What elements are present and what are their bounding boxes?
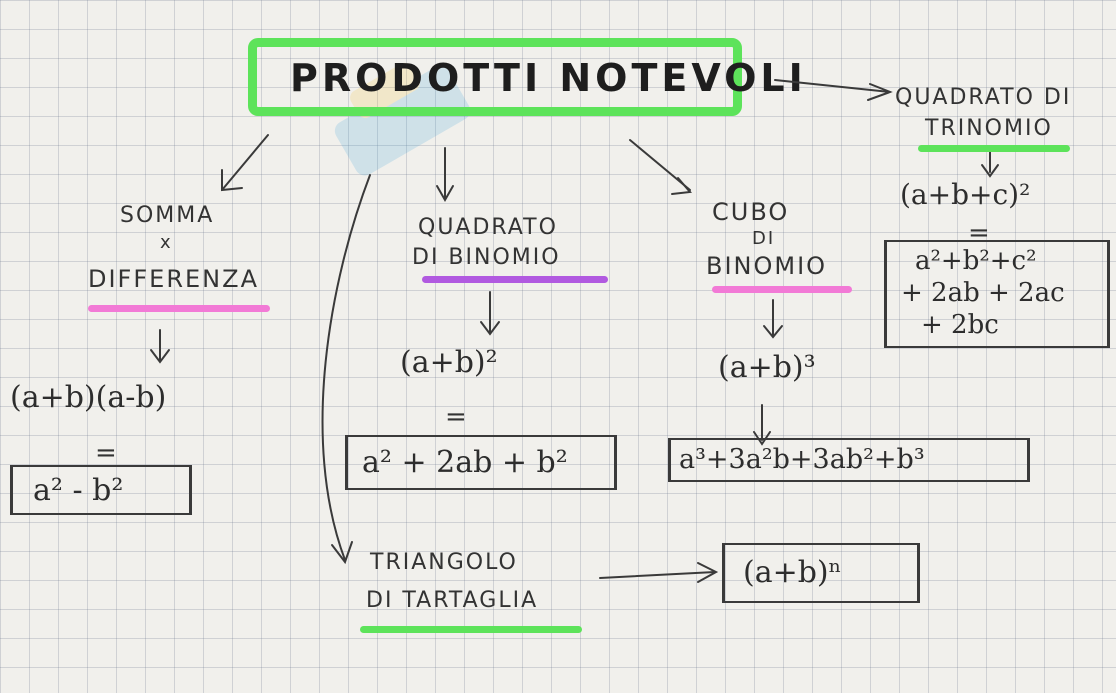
somma-expression: (a+b)(a-b) xyxy=(10,380,167,415)
cubo-binomio-label: BINOMIO xyxy=(706,252,828,280)
watermark-logo xyxy=(334,62,471,176)
somma-result: a² - b² xyxy=(33,473,124,508)
arrow-to-somma xyxy=(221,134,269,191)
quadrato-label: QUADRATO xyxy=(418,215,558,240)
somma-highlight xyxy=(88,305,270,312)
triangolo-highlight xyxy=(360,626,582,633)
trinomio-expression: (a+b+c)² xyxy=(900,178,1031,211)
somma-label: SOMMA xyxy=(120,203,215,228)
somma-result-box: a² - b² xyxy=(10,465,192,515)
arrow-to-trinomio xyxy=(774,79,891,93)
somma-equals: = xyxy=(95,438,117,468)
differenza-label: DIFFERENZA xyxy=(88,265,259,293)
trinomio-quadrato-label: QUADRATO DI xyxy=(895,85,1072,110)
triangolo-label: TRIANGOLO xyxy=(370,550,518,575)
trinomio-result-line2: + 2ab + 2ac xyxy=(901,278,1065,308)
trinomio-label: TRINOMIO xyxy=(925,116,1053,141)
quadrato-result-box: a² + 2ab + b² xyxy=(345,435,617,490)
cubo-di-label: DI xyxy=(752,228,776,249)
page-title: PRODOTTI NOTEVOLI xyxy=(290,56,807,100)
arrow-to-triangolo xyxy=(321,174,371,561)
cubo-result-box: a³+3a²b+3ab²+b³ xyxy=(668,438,1030,482)
arrow-triangolo-result xyxy=(599,571,716,579)
cubo-label: CUBO xyxy=(712,198,790,226)
cubo-result: a³+3a²b+3ab²+b³ xyxy=(679,444,925,475)
trinomio-result-box: a²+b²+c² + 2ab + 2ac + 2bc xyxy=(884,240,1110,348)
triangolo-result: (a+b)ⁿ xyxy=(743,555,842,590)
somma-times-label: x xyxy=(160,232,173,253)
quadrato-equals: = xyxy=(445,402,467,432)
quadrato-result: a² + 2ab + b² xyxy=(362,445,568,480)
cubo-expression: (a+b)³ xyxy=(718,350,816,385)
binomio-label: DI BINOMIO xyxy=(412,245,561,270)
quadrato-expression: (a+b)² xyxy=(400,345,498,380)
cubo-highlight xyxy=(712,286,852,293)
trinomio-highlight xyxy=(918,145,1070,152)
triangolo-result-box: (a+b)ⁿ xyxy=(722,543,920,603)
quadrato-highlight xyxy=(422,276,608,283)
tartaglia-label: DI TARTAGLIA xyxy=(366,588,539,613)
title-frame xyxy=(248,38,742,116)
trinomio-result-line3: + 2bc xyxy=(921,310,999,340)
trinomio-result-line1: a²+b²+c² xyxy=(915,246,1037,276)
